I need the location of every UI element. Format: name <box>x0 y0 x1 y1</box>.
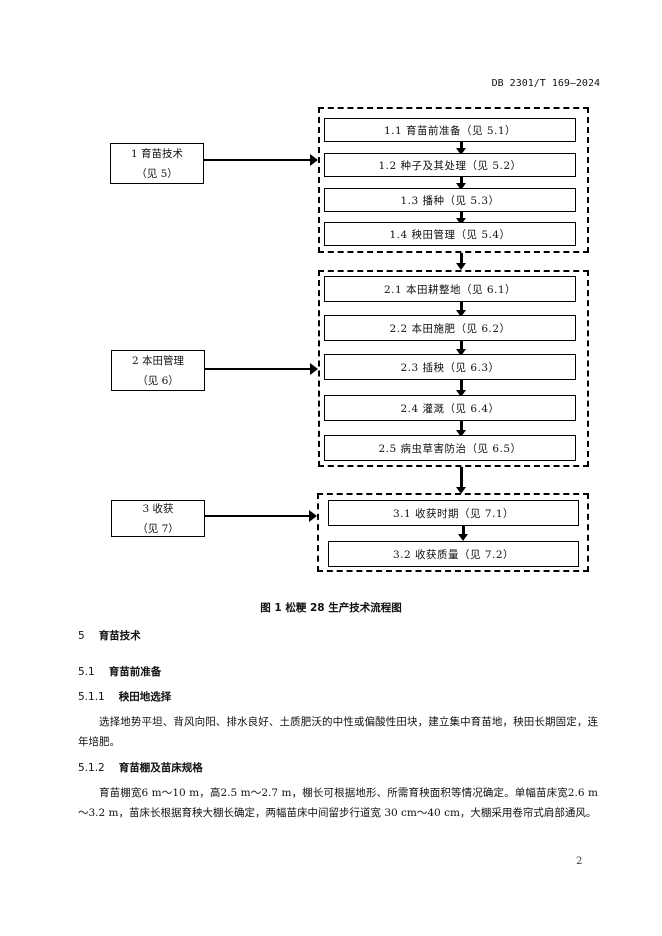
phase-ref: （见 5） <box>136 167 178 180</box>
section-number: 5.1 <box>78 666 95 678</box>
arrow-down <box>456 253 466 270</box>
section-title: 秧田地选择 <box>118 691 172 703</box>
arrow-down <box>456 341 466 356</box>
step-box: 2.3 插秧（见 6.3） <box>324 354 576 380</box>
step-box: 2.5 病虫草害防治（见 6.5） <box>324 435 576 461</box>
phase-title: 1 育苗技术 <box>130 147 184 160</box>
paragraph-5-1-1: 选择地势平坦、背风向阳、排水良好、土质肥沃的中性或偏酸性田块，建立集中育苗地，秧… <box>78 716 598 748</box>
section-title: 育苗棚及苗床规格 <box>118 762 203 774</box>
step-box: 1.4 秧田管理（见 5.4） <box>324 222 576 246</box>
step-box: 3.1 收获时期（见 7.1） <box>328 500 579 526</box>
step-box: 1.2 种子及其处理（见 5.2） <box>324 153 576 177</box>
phase-box-field-management: 2 本田管理 （见 6） <box>111 350 205 391</box>
arrow-right <box>205 510 317 522</box>
section-heading-5-1-1: 5.1.1 秧田地选择 <box>78 689 171 704</box>
arrow-down <box>458 526 468 541</box>
section-number: 5.1.2 <box>78 762 105 774</box>
arrow-right <box>204 154 318 166</box>
figure-caption: 图 1 松粳 28 生产技术流程图 <box>260 602 402 614</box>
arrow-down <box>456 177 466 190</box>
phase-title: 3 收获 <box>142 502 174 515</box>
arrow-down <box>456 212 466 225</box>
section-heading-5: 5 育苗技术 <box>78 628 141 643</box>
step-box: 3.2 收获质量（见 7.2） <box>328 541 579 567</box>
phase-box-harvest: 3 收获 （见 7） <box>111 500 205 537</box>
section-heading-5-1-2: 5.1.2 育苗棚及苗床规格 <box>78 760 203 775</box>
step-group-2 <box>318 270 589 467</box>
step-group-3 <box>317 493 589 572</box>
section-number: 5.1.1 <box>78 691 105 703</box>
arrow-down <box>456 302 466 317</box>
document-code: DB 2301/T 169—2024 <box>491 78 600 89</box>
step-box: 2.2 本田施肥（见 6.2） <box>324 315 576 341</box>
phase-ref: （见 7） <box>137 522 179 535</box>
paragraph-5-1-2: 育苗棚宽6 m～10 m，高2.5 m～2.7 m，棚长可根据地形、所需育秧面积… <box>78 787 598 819</box>
arrow-right <box>205 363 318 375</box>
step-box: 1.1 育苗前准备（见 5.1） <box>324 118 576 142</box>
section-title: 育苗技术 <box>98 630 141 642</box>
arrow-down <box>456 142 466 155</box>
section-heading-5-1: 5.1 育苗前准备 <box>78 664 161 679</box>
phase-ref: （见 6） <box>137 374 179 387</box>
phase-title: 2 本田管理 <box>131 354 185 367</box>
page-number: 2 <box>576 856 583 867</box>
arrow-down <box>456 421 466 437</box>
section-title: 育苗前准备 <box>108 666 162 678</box>
step-box: 2.4 灌溉（见 6.4） <box>324 395 576 421</box>
step-box: 1.3 播种（见 5.3） <box>324 188 576 212</box>
section-number: 5 <box>78 630 85 642</box>
phase-box-seedling: 1 育苗技术 （见 5） <box>110 143 204 184</box>
arrow-down <box>456 467 466 494</box>
step-group-1 <box>318 107 589 253</box>
arrow-down <box>456 380 466 397</box>
step-box: 2.1 本田耕整地（见 6.1） <box>324 276 576 302</box>
